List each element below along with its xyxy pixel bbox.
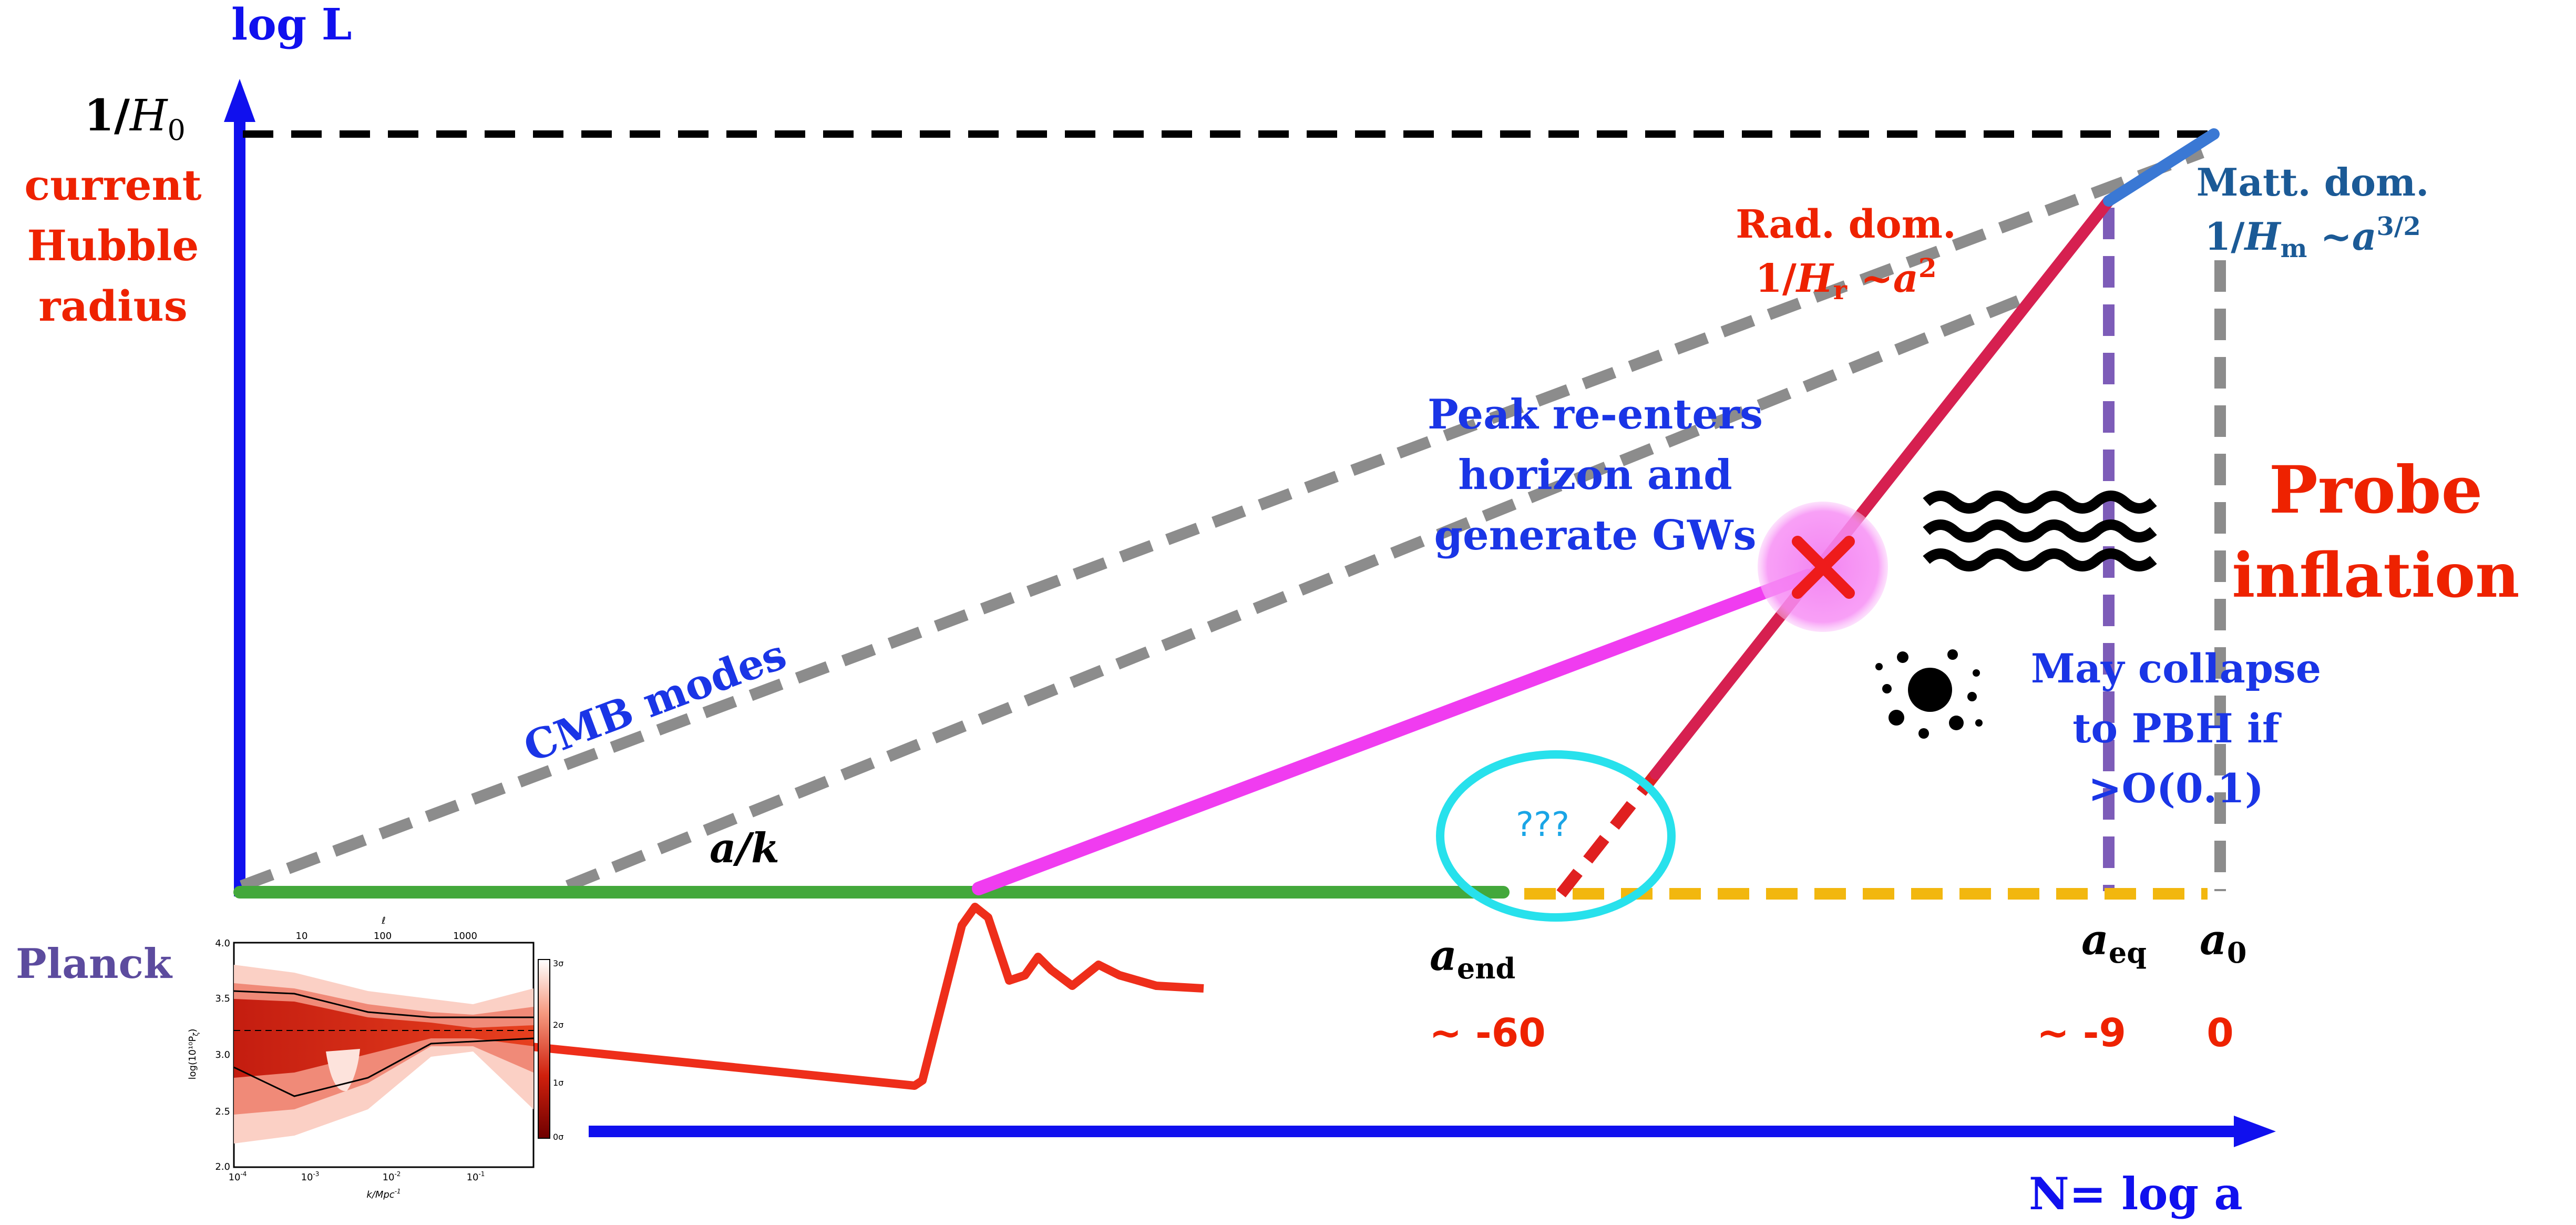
a-0-sub: 0 — [2227, 936, 2247, 969]
a-end-a: a — [1430, 931, 1457, 980]
cmb-modes-label: CMB modes — [518, 630, 793, 772]
planck-label: Planck — [16, 940, 173, 988]
a-eq-label: aeq — [2081, 915, 2147, 969]
rad-dom-formula: 1/Hr ~a2 — [1755, 252, 1936, 305]
a-end-sub: end — [1457, 952, 1515, 985]
cbar-tick-1: 1σ — [553, 1078, 563, 1088]
collapse-label-line2: to PBH if — [2072, 705, 2282, 752]
peak-label-line1: Peak re-enters — [1428, 391, 1763, 438]
y-axis-label: log L — [231, 0, 352, 50]
matter-hubble-line — [2103, 128, 2220, 207]
inset-x-label-text: k/Mpc — [366, 1189, 394, 1200]
inset-x-tick-exp-2: -2 — [394, 1170, 401, 1178]
matt-dom-formula: 1/Hm ~a3/2 — [2204, 212, 2421, 263]
inv-h0-h: H — [129, 91, 168, 141]
x-axis — [589, 1116, 2276, 1147]
inset-x-tick-0: 10-4 — [229, 1170, 247, 1183]
inv-h0-label: 1/H0 — [84, 90, 186, 147]
rad-formula-h: H — [1795, 256, 1834, 301]
collapse-label-line1: May collapse — [2031, 645, 2321, 692]
current-label: current — [24, 160, 201, 210]
a-end-label: aend — [1430, 931, 1515, 985]
inv-h0-one: 1/ — [84, 90, 130, 141]
rad-dom-label: Rad. dom. — [1736, 202, 1956, 247]
a-0-a: a — [2200, 915, 2227, 964]
unknown-label: ??? — [1516, 805, 1569, 844]
matt-formula-sup: 3/2 — [2376, 212, 2420, 241]
unknown-reheating-ellipse — [1436, 750, 1676, 922]
inset-y-label: log(10¹⁰Pζ) — [187, 1029, 200, 1080]
matt-formula-tilde: ~ — [2307, 214, 2352, 259]
inset-y-tick-2: 3.0 — [215, 1049, 230, 1060]
gravitational-waves-icon — [1923, 491, 2157, 571]
y-axis — [224, 79, 255, 896]
matt-formula-sub: m — [2281, 234, 2307, 263]
inset-x-tick-exp-3: -1 — [478, 1170, 485, 1178]
inset-x-tick-2: 10-2 — [383, 1170, 401, 1183]
peak-label-line2: horizon and — [1458, 451, 1732, 499]
inset-top-tick-0: 10 — [296, 931, 308, 942]
planck-upper-contour — [233, 990, 533, 1018]
inset-x-tick-exp-1: -3 — [313, 1170, 319, 1178]
a-end-value: ~ -60 — [1429, 1010, 1545, 1056]
inset-x-tick-3: 10-1 — [467, 1170, 485, 1183]
cbar-tick-3: 3σ — [553, 958, 563, 968]
rad-formula-tilde: ~ — [1847, 256, 1893, 301]
planck-dip-feature — [326, 1049, 360, 1091]
matt-dom-label: Matt. dom. — [2197, 160, 2429, 205]
inset-top-label: ℓ — [381, 915, 385, 926]
a-eq-a: a — [2081, 915, 2109, 964]
a-over-k-label: a/k — [710, 824, 779, 872]
radiation-hubble-line — [1650, 195, 2115, 780]
reentry-cross-icon — [1792, 536, 1855, 599]
inset-x-label-sup: -1 — [395, 1188, 401, 1195]
inset-y-tick-4: 4.0 — [215, 938, 230, 949]
inset-x-tick-1: 10-3 — [301, 1170, 320, 1183]
a-over-k-line — [565, 293, 2026, 892]
inset-y-tick-3: 3.5 — [215, 993, 230, 1004]
peak-mode-line — [972, 569, 1815, 895]
matt-formula-a: a — [2352, 214, 2377, 259]
planck-colorbar — [538, 959, 550, 1139]
rad-formula-a: a — [1893, 256, 1918, 301]
inset-y-tick-1: 2.5 — [215, 1106, 230, 1117]
matt-formula-h: H — [2244, 214, 2282, 259]
a-0-label: a0 — [2200, 915, 2246, 969]
hubble-label: Hubble — [27, 221, 199, 270]
matt-formula-one: 1/ — [2204, 214, 2245, 259]
planck-lower-contour — [233, 1037, 534, 1097]
inset-x-label: k/Mpc-1 — [366, 1188, 401, 1200]
inset-y-tick-0: 2.0 — [215, 1161, 230, 1172]
power-spectrum-curve — [294, 903, 1204, 1090]
rad-formula-one: 1/ — [1755, 256, 1797, 301]
reheating-dashed-line — [1556, 770, 1660, 897]
inflation-label: inflation — [2232, 540, 2519, 611]
radius-label: radius — [38, 281, 188, 331]
inset-top-tick-1: 100 — [374, 931, 392, 942]
cbar-tick-2: 2σ — [553, 1020, 563, 1030]
cbar-tick-0: 0σ — [553, 1132, 563, 1142]
rad-formula-sub: r — [1833, 274, 1848, 305]
inset-y-label-sub: ζ — [192, 1033, 200, 1036]
a-0-value: 0 — [2206, 1010, 2234, 1056]
planck-band-1sigma — [234, 999, 533, 1078]
y-axis-arrowhead — [224, 79, 255, 122]
inv-h0-sub: 0 — [168, 114, 186, 147]
x-axis-label: N= log a — [2029, 1168, 2243, 1220]
planck-inset: 0σ 1σ 2σ 3σ 2.0 2.5 3.0 3.5 4.0 log(10¹⁰… — [187, 915, 563, 1200]
rad-formula-sup: 2 — [1918, 252, 1937, 283]
cmb-mode-wavelength-line — [240, 147, 2204, 892]
a-eq-value: ~ -9 — [2037, 1010, 2126, 1056]
inset-top-tick-2: 1000 — [453, 931, 477, 942]
a-eq-sub: eq — [2109, 936, 2147, 969]
primordial-black-hole-icon — [1875, 649, 1983, 739]
probe-label: Probe — [2269, 452, 2483, 528]
peak-label-line3: generate GWs — [1434, 512, 1756, 559]
collapse-label-line3: >O(0.1) — [2088, 765, 2264, 812]
inset-y-label-text: log(10¹⁰P — [187, 1036, 198, 1080]
x-axis-arrowhead — [2234, 1116, 2276, 1147]
inset-x-tick-exp-0: -4 — [240, 1170, 247, 1178]
